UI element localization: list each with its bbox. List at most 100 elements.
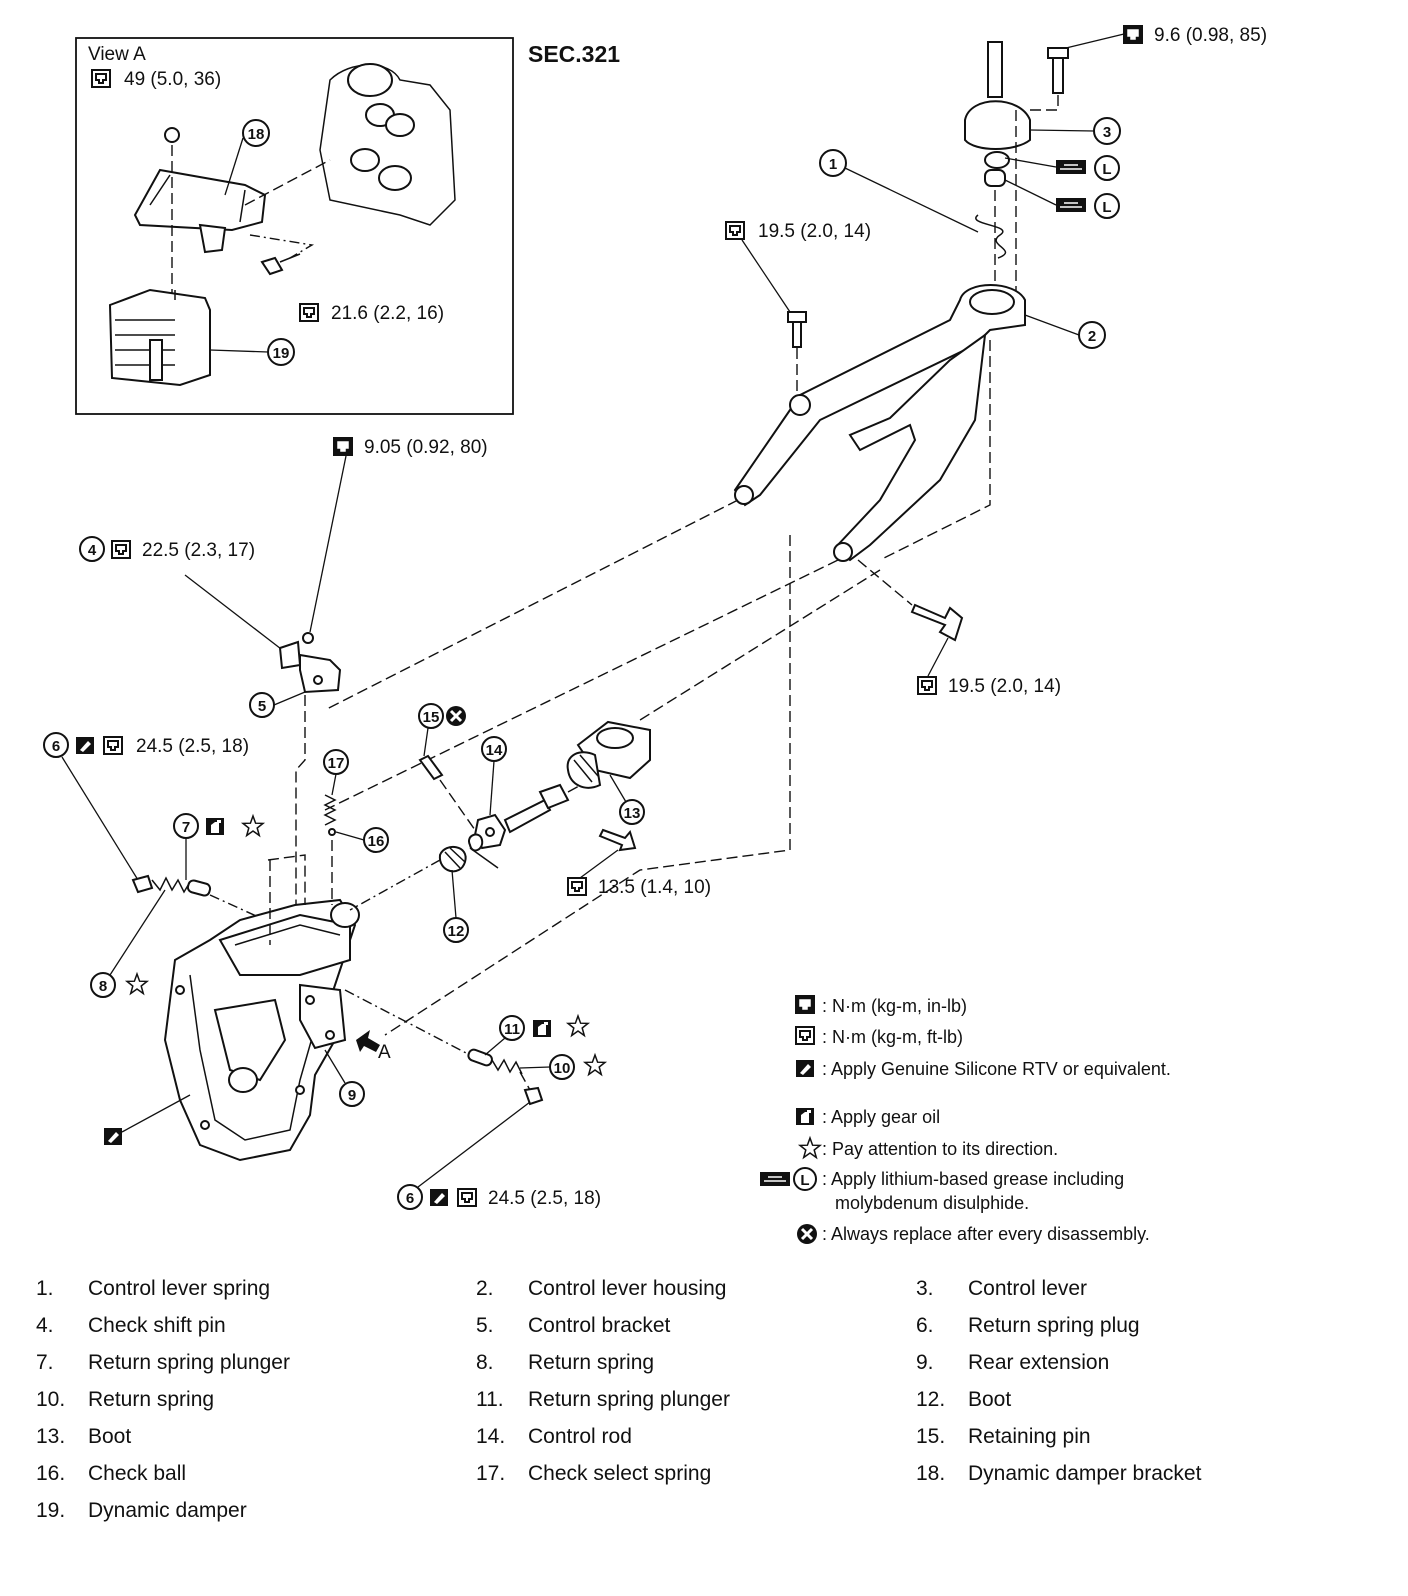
parts-list-item: 18. Dynamic damper bracket [916,1455,1356,1492]
housing-bolt-top-drawing [787,311,807,395]
alignment-line [295,695,306,910]
housing-bolt-right-drawing [857,559,964,642]
parts-list-item: 8. Return spring [476,1344,916,1381]
svg-text:12: 12 [448,923,465,940]
retaining-pin-drawing [418,754,476,831]
torque-bracket-bolt: 9.05 (0.92, 80) [364,437,488,458]
torque-control-rod-bolt: 13.5 (1.4, 10) [598,877,711,898]
part-number: 13. [36,1424,66,1448]
callout-6-top [43,732,69,758]
legend-item-sealant: : Apply Genuine Silicone RTV or equivale… [822,1059,1171,1079]
part-number: 8. [476,1350,494,1374]
legend-item-direction: : Pay attention to its direction. [822,1139,1058,1159]
part-number: 6. [916,1313,934,1337]
part-name: Check ball [88,1461,187,1485]
parts-list-item: 10.Return spring [36,1381,476,1418]
svg-text:19: 19 [273,345,290,362]
svg-text:6: 6 [52,738,60,755]
legend-item-lithium-grease-cont: molybdenum disulphide. [835,1193,1029,1213]
part-number: 1. [36,1276,54,1300]
part-number: 12. [916,1387,946,1411]
svg-text:10: 10 [554,1060,571,1077]
view-a-frame [75,37,514,415]
part-number: 2. [476,1276,494,1300]
view-a-torque-nut: 49 (5.0, 36) [124,69,221,90]
alignment-line [267,854,306,905]
alignment-line [639,569,881,721]
part-number: 7. [36,1350,54,1374]
parts-list-item: 5.Control bracket [476,1307,916,1344]
view-a-arrow [356,1030,380,1052]
legend-grease-mark: L [800,1172,809,1189]
svg-text:2: 2 [1088,328,1096,345]
callout-18 [242,119,270,147]
svg-text:13: 13 [624,805,641,822]
part-number: 18. [916,1461,946,1485]
part-name: Rear extension [968,1350,1110,1374]
dynamic-damper-bracket-drawing [133,127,331,300]
part-name: Boot [88,1424,132,1448]
part-name: Control lever spring [88,1276,271,1300]
control-rod-bolt-drawing [598,828,637,852]
check-select-spring-drawing [323,794,337,826]
legend-item-replace: : Always replace after every disassembly… [822,1224,1150,1244]
callout-4 [79,536,105,562]
torque-return-spring-plug-bottom: 24.5 (2.5, 18) [488,1188,601,1209]
svg-text:17: 17 [328,755,345,772]
boot-13-drawing [566,720,651,789]
part-number: 15. [916,1424,946,1448]
svg-text:5: 5 [258,698,266,715]
alignment-line [324,499,739,711]
part-name: Dynamic damper [88,1498,247,1522]
part-name: Boot [968,1387,1012,1411]
control-lever-bolt-drawing [1030,47,1069,111]
part-name: Check select spring [528,1461,712,1485]
callout-8 [90,972,116,998]
part-number: 19. [36,1498,66,1522]
parts-list-item: 15. Retaining pin [916,1418,1356,1455]
check-ball-drawing [328,828,336,836]
parts-list-item: 13. Boot [36,1418,476,1455]
view-a-arrow-label: A [378,1042,391,1063]
part-number: 3. [916,1276,934,1300]
svg-text:14: 14 [486,742,503,759]
view-a-bolt-drawing [249,234,315,276]
svg-text:6: 6 [406,1190,414,1207]
part-number: 9. [916,1350,934,1374]
grease-callout-lower: L [1102,199,1111,216]
torque-check-shift-pin: 22.5 (2.3, 17) [142,540,255,561]
torque-control-lever-bolt: 9.6 (0.98, 85) [1154,25,1267,46]
callout-15 [418,703,444,729]
svg-text:8: 8 [99,978,107,995]
alignment-line [384,535,791,1036]
parts-list-item: 4.Check shift pin [36,1307,476,1344]
control-bracket-drawing [278,632,342,694]
control-rod-drawing [468,779,591,869]
transmission-detail-drawing [319,63,456,226]
callout-1 [819,149,847,177]
grease-callout-upper: L [1102,161,1111,178]
part-name: Return spring plunger [88,1350,290,1374]
part-name: Control lever housing [528,1276,727,1300]
legend-item-torque-ft-lb: : N·m (kg-m, ft-lb) [822,1027,963,1047]
part-name: Control bracket [528,1313,671,1337]
view-a-torque-bolt: 21.6 (2.2, 16) [331,303,444,324]
svg-text:7: 7 [182,819,190,836]
part-name: Retaining pin [968,1424,1091,1448]
part-name: Return spring plunger [528,1387,730,1411]
parts-list-item: 6.Return spring plug [916,1307,1356,1344]
part-name: Return spring [528,1350,655,1374]
parts-list-item: 3.Control lever [916,1270,1356,1307]
parts-list-item: 11. Return spring plunger [476,1381,916,1418]
part-name: Dynamic damper bracket [968,1461,1202,1485]
legend-item-gear-oil: : Apply gear oil [822,1107,940,1127]
part-number: 14. [476,1424,506,1448]
parts-list-item: 2. Control lever housing [476,1270,916,1307]
control-lever-housing-drawing [733,284,1026,562]
callout-6-bottom [397,1184,423,1210]
parts-list-item: 12. Boot [916,1381,1356,1418]
part-number: 11. [476,1387,504,1411]
parts-list-item: 17.Check select spring [476,1455,916,1492]
svg-text:11: 11 [504,1021,520,1038]
callout-13 [619,799,645,825]
